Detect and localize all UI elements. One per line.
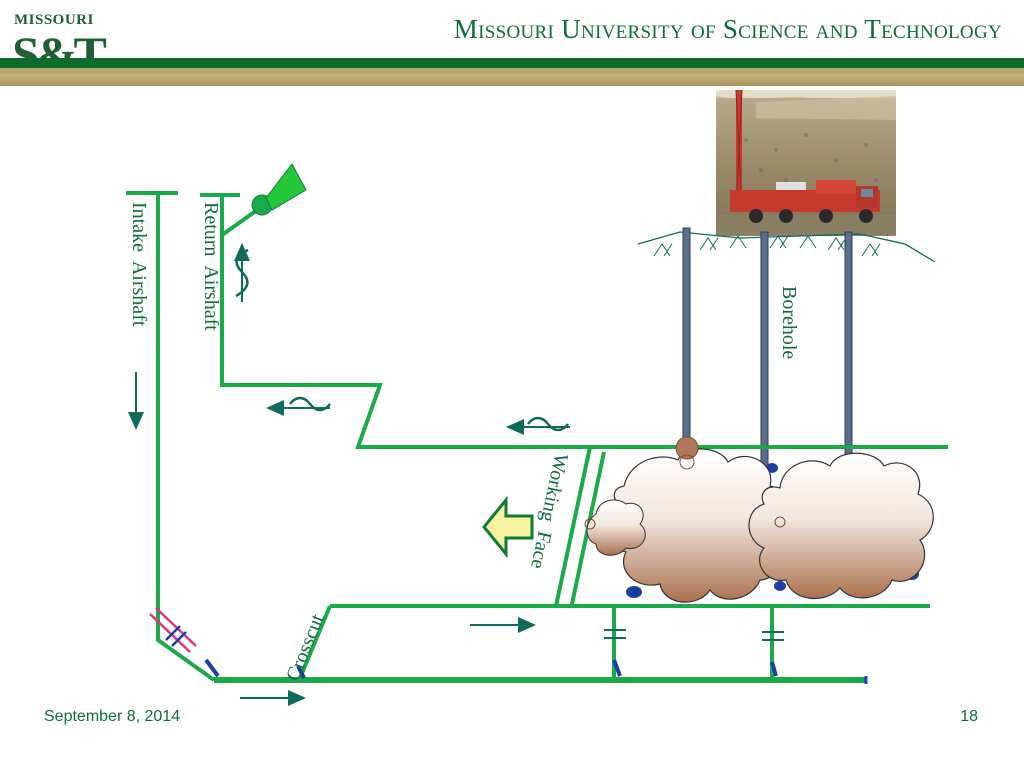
page-number: 18 xyxy=(960,708,978,725)
ground-surface-line xyxy=(637,231,936,263)
regulator-crosscut xyxy=(296,665,306,679)
stopping-intake xyxy=(149,607,197,653)
return-airshaft-label: Return Airshaft xyxy=(200,202,222,331)
borehole-pipe-1 xyxy=(682,227,691,451)
intake-shaft-wall xyxy=(156,193,216,682)
borehole-pipe-2 xyxy=(760,231,769,469)
stopping-2 xyxy=(762,631,784,641)
stopping-1 xyxy=(604,629,626,639)
borehole-outlets xyxy=(584,436,786,530)
contaminant-wave-symbols xyxy=(235,248,569,432)
borehole-label: Borehole xyxy=(778,286,800,360)
return-shaft-wall xyxy=(220,195,590,449)
smoke-cloud-small xyxy=(586,499,646,556)
intake-airshaft-label: Intake Airshaft xyxy=(128,202,150,327)
header-band-gold-shade xyxy=(0,74,1024,86)
fresh-air-arrow xyxy=(482,495,534,559)
header-band-green xyxy=(0,58,1024,68)
header-title: Missouri University of Science and Techn… xyxy=(453,14,1002,44)
fan-housing xyxy=(265,163,307,211)
stopping-1-door xyxy=(612,659,622,677)
ground-hatching xyxy=(653,235,881,257)
footer-date: September 8, 2014 xyxy=(44,708,181,725)
working-face-left-wall xyxy=(554,446,592,607)
crosscut-wall xyxy=(298,605,332,679)
drill-rig-photo xyxy=(716,90,896,236)
logo-word: MISSOURI xyxy=(14,12,94,28)
smoke-cloud-right xyxy=(748,452,934,600)
fan-duct xyxy=(220,206,262,237)
regulator-intake xyxy=(204,658,220,678)
borehole-pipe-3 xyxy=(844,231,853,457)
stopping-2-door xyxy=(770,661,778,677)
